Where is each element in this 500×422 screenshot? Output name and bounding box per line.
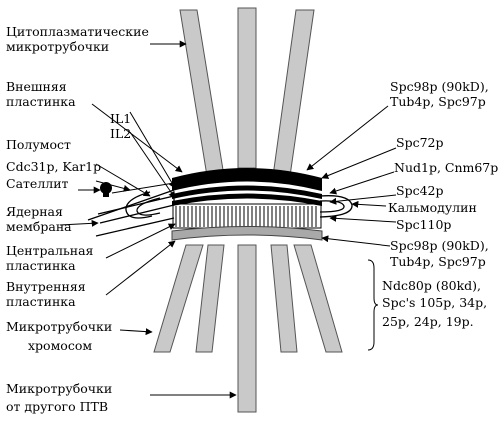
half-bridge	[111, 182, 175, 194]
label-il1: IL1	[110, 111, 131, 126]
label-chromosome-mt-1: Микротрубочки	[6, 319, 112, 334]
chromosome-microtubule	[270, 244, 298, 353]
intermediate-layer-2	[172, 193, 322, 206]
label-other-spb-mt-2: от другого ПТВ	[6, 399, 108, 414]
central-plaque-stripes	[175, 206, 317, 227]
membrane-left-fold	[125, 191, 153, 219]
label-central-plaque-2: пластинка	[6, 258, 76, 273]
cytoplasmic-microtubules	[179, 7, 315, 177]
label-outer-plaque-1: Внешняя	[6, 79, 67, 94]
label-spc42: Spc42p	[396, 183, 443, 198]
label-calmodulin: Кальмодулин	[388, 200, 477, 215]
label-spc72: Spc72p	[396, 135, 443, 150]
inner-plaque	[171, 226, 323, 241]
label-nud1-cnm67: Nud1p, Cnm67p	[394, 160, 498, 175]
label-spc98-top-1: Spc98p (90kD),	[390, 79, 489, 94]
cytoplasmic-microtubule	[237, 7, 257, 169]
label-ndc80-3: 25p, 24p, 19p.	[382, 314, 474, 329]
outer-plaque	[172, 168, 322, 191]
label-outer-plaque-2: пластинка	[6, 94, 76, 109]
interpolar-microtubule	[237, 244, 257, 413]
label-other-spb-mt-1: Микротрубочки	[6, 381, 112, 396]
chromosome-microtubule	[153, 244, 204, 353]
chromosome-microtubule	[293, 244, 343, 353]
leader-lines	[59, 40, 397, 399]
membrane-right-fold	[319, 195, 353, 218]
label-cytoplasmic-mt-1: Цитоплазматические	[6, 24, 149, 39]
label-cdc31-kar1: Cdc31p, Kar1p	[6, 159, 101, 174]
label-inner-plaque-2: пластинка	[6, 294, 76, 309]
chromosome-microtubule	[195, 244, 225, 353]
label-chromosome-mt-2: хромосом	[28, 338, 92, 353]
cytoplasmic-microtubule	[179, 9, 225, 177]
cytoplasmic-microtubule	[272, 9, 315, 177]
label-satellite: Сателлит	[6, 176, 69, 191]
label-spc98-bottom-2: Tub4p, Spc97p	[390, 254, 486, 269]
label-cytoplasmic-mt-2: микротрубочки	[6, 39, 109, 54]
label-half-bridge: Полумост	[6, 137, 71, 152]
nuclear-membrane	[87, 189, 353, 237]
intermediate-layer-1	[172, 185, 322, 199]
label-spc110: Spc110p	[396, 217, 451, 232]
label-inner-plaque-1: Внутренняя	[6, 279, 86, 294]
label-central-plaque-1: Центральная	[6, 243, 94, 258]
label-nuclear-membrane-2: мембрана	[6, 219, 72, 234]
label-spc98-top-2: Tub4p, Spc97p	[390, 94, 486, 109]
label-ndc80-2: Spc's 105p, 34p,	[382, 295, 487, 310]
satellite	[100, 182, 112, 197]
label-ndc80-1: Ndc80p (80kd),	[382, 278, 481, 293]
nuclear-microtubules	[153, 244, 343, 413]
central-plaque	[172, 203, 322, 229]
label-spc98-bottom-1: Spc98p (90kD),	[390, 238, 489, 253]
kinetochore-bracket	[367, 259, 379, 351]
label-nuclear-membrane-1: Ядерная	[6, 204, 63, 219]
label-il2: IL2	[110, 126, 131, 141]
